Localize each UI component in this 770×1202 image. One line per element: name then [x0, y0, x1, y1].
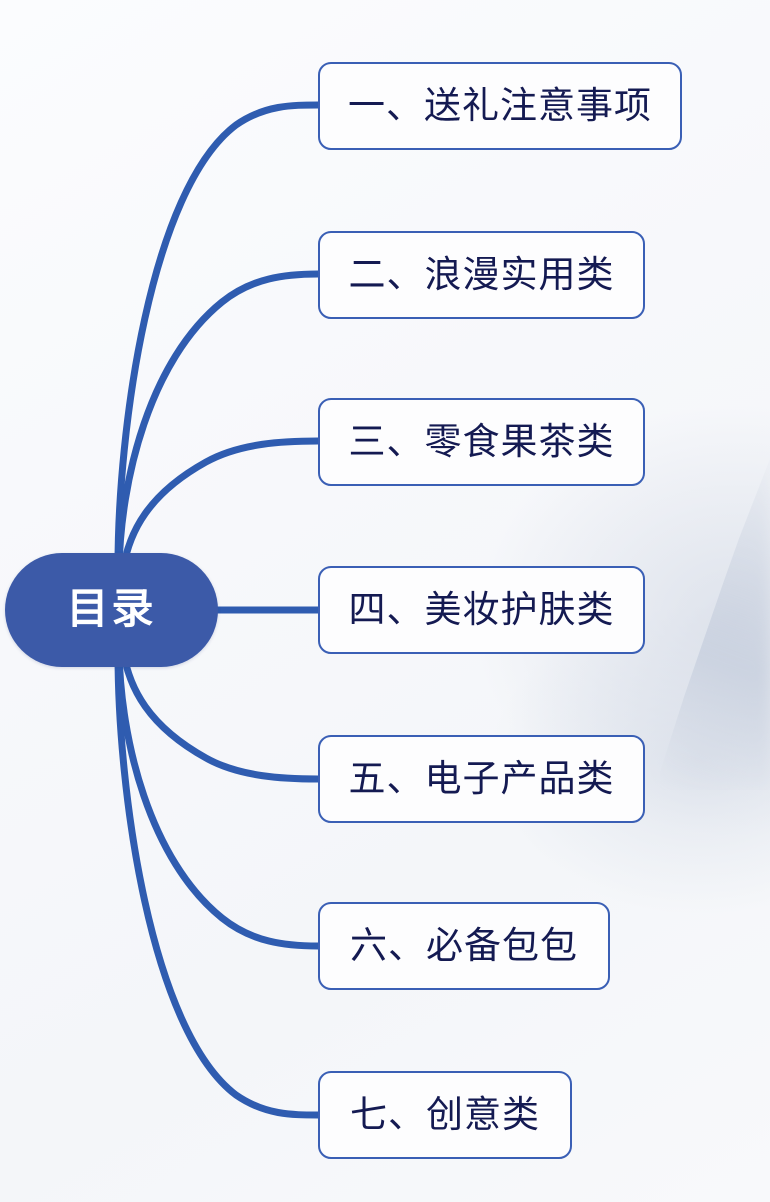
center-node-label: 目录: [66, 585, 157, 632]
branch-box-4[interactable]: 四、美妆护肤类: [318, 566, 645, 654]
branch-label-4: 四、美妆护肤类: [348, 588, 615, 630]
branch-box-3[interactable]: 三、零食果茶类: [318, 398, 645, 486]
branch-box-2[interactable]: 二、浪漫实用类: [318, 231, 645, 319]
branch-box-6[interactable]: 六、必备包包: [318, 902, 610, 990]
edge-to-branch-7: [114, 650, 322, 1119]
branch-label-5: 五、电子产品类: [348, 757, 615, 799]
edge-to-branch-6: [115, 644, 322, 950]
branch-label-1: 一、送礼注意事项: [348, 84, 652, 126]
edge-to-branch-1: [114, 101, 322, 570]
branch-box-5[interactable]: 五、电子产品类: [318, 735, 645, 823]
center-node[interactable]: 目录: [5, 553, 218, 667]
branch-label-3: 三、零食果茶类: [348, 420, 615, 462]
branch-label-2: 二、浪漫实用类: [348, 253, 615, 295]
background-watermark: [660, 458, 770, 790]
branch-label-7: 七、创意类: [350, 1093, 540, 1135]
edge-to-branch-2: [115, 270, 322, 576]
branch-label-6: 六、必备包包: [350, 924, 578, 966]
branch-box-7[interactable]: 七、创意类: [318, 1071, 572, 1159]
branch-box-1[interactable]: 一、送礼注意事项: [318, 62, 682, 150]
